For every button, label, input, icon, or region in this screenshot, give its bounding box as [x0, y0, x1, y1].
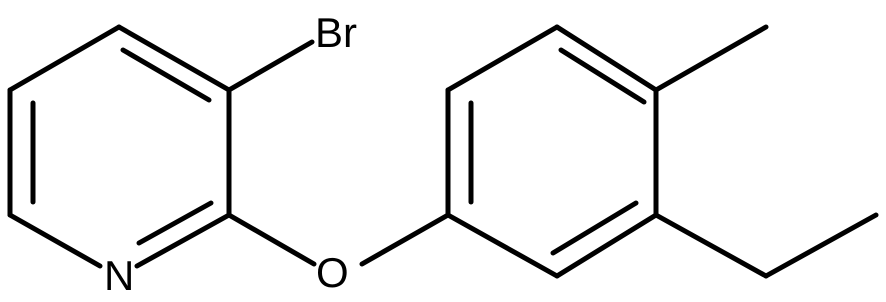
benzene-ring — [445, 24, 659, 279]
pyridine-ring — [7, 24, 232, 269]
bond-pyr-c3-c4 — [116, 24, 232, 93]
bond-ethyl-ch2 — [653, 212, 769, 279]
bond-methyl — [653, 24, 769, 93]
bond-pyr-c6-n1 — [7, 212, 103, 269]
bond-c2-o — [226, 212, 317, 267]
alkyl-substituents — [653, 24, 879, 279]
bond-pyr-n1-c2-inner — [136, 200, 214, 246]
atom-label-n: N — [104, 252, 134, 299]
bond-pyr-c3-c4-inner — [120, 47, 212, 103]
atom-label-br: Br — [315, 9, 357, 56]
substituent-bonds — [226, 39, 451, 267]
bond-benz-c5-c6-inner — [550, 200, 639, 256]
bond-benz-c3-c4 — [554, 24, 659, 93]
bond-benz-c5-c6 — [554, 212, 659, 279]
bond-benz-c6-c1 — [445, 212, 560, 279]
bond-pyr-n1-c2 — [134, 212, 232, 269]
bond-pyr-c4-c5 — [7, 24, 122, 93]
bond-benz-c3-c4-inner — [558, 47, 647, 105]
atom-label-o: O — [316, 249, 349, 296]
bond-c3-br — [226, 39, 315, 93]
bond-o-aryl — [359, 212, 451, 267]
bond-benz-c2-c3 — [445, 24, 560, 93]
bond-ethyl-ch3 — [763, 212, 879, 279]
